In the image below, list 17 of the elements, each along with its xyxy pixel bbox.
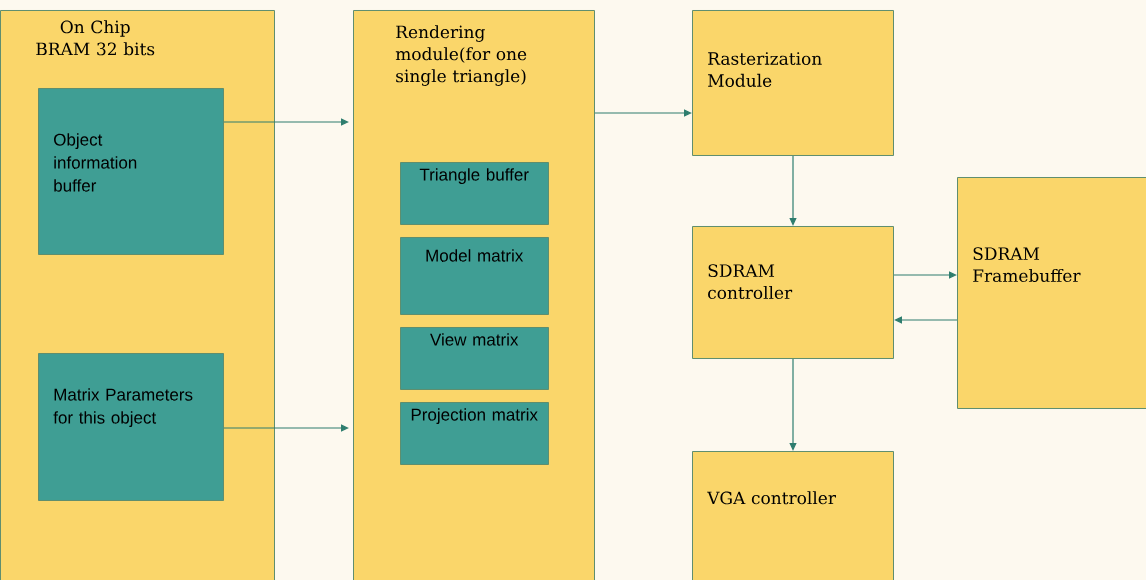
- arrow: [789, 155, 797, 226]
- module-box: SDRAM Framebuffer: [957, 177, 1146, 409]
- arrow: [789, 358, 797, 451]
- arrow: [893, 271, 957, 279]
- arrow: [894, 316, 958, 324]
- buffer-box: View matrix: [400, 327, 549, 390]
- arrow: [594, 109, 692, 117]
- arrow: [223, 118, 349, 126]
- buffer-box: Model matrix: [400, 237, 549, 315]
- arrow: [223, 424, 349, 432]
- module-box: SDRAM controller: [692, 226, 894, 359]
- buffer-box: Matrix Parameters for this object: [38, 353, 224, 501]
- buffer-box: Projection matrix: [400, 402, 549, 465]
- buffer-box: Triangle buffer: [400, 162, 549, 225]
- module-box: VGA controller: [692, 451, 894, 580]
- module-box: Rasterization Module: [692, 10, 894, 156]
- buffer-box: Object information buffer: [38, 88, 224, 255]
